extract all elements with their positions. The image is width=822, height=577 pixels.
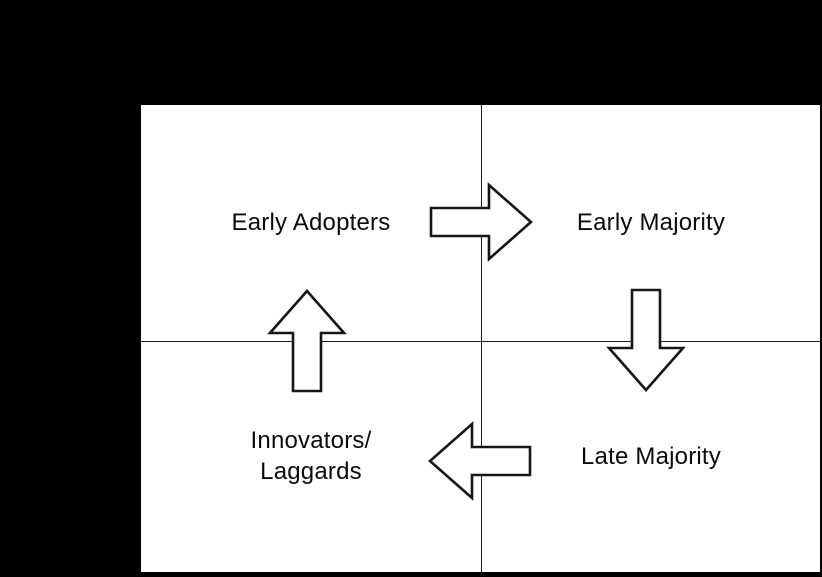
quadrant-label-late-majority: Late Majority	[581, 442, 721, 470]
quadrant-label-early-majority: Early Majority	[576, 208, 726, 236]
quadrant-late-majority: Late Majority	[482, 342, 820, 572]
horizontal-divider-line	[141, 340, 820, 342]
quadrant-grid: Early Adopters Early Majority Innovators…	[141, 105, 820, 572]
label-line-2: Laggards	[260, 458, 362, 485]
label-line-1: Innovators/	[250, 427, 372, 455]
vertical-divider-line	[480, 105, 482, 572]
quadrant-innovators-laggards: Innovators/ Laggards	[141, 342, 481, 572]
quadrant-early-majority: Early Majority	[482, 105, 820, 341]
flow-arrow-down-icon	[606, 288, 686, 392]
flow-arrow-up-icon	[267, 289, 347, 393]
quadrant-label-innovators-laggards: Innovators/ Laggards	[251, 426, 372, 487]
flow-arrow-right-icon	[429, 182, 533, 262]
quadrant-early-adopters: Early Adopters	[141, 105, 481, 341]
quadrant-label-early-adopters: Early Adopters	[231, 208, 391, 236]
flow-arrow-left-icon	[428, 421, 532, 501]
